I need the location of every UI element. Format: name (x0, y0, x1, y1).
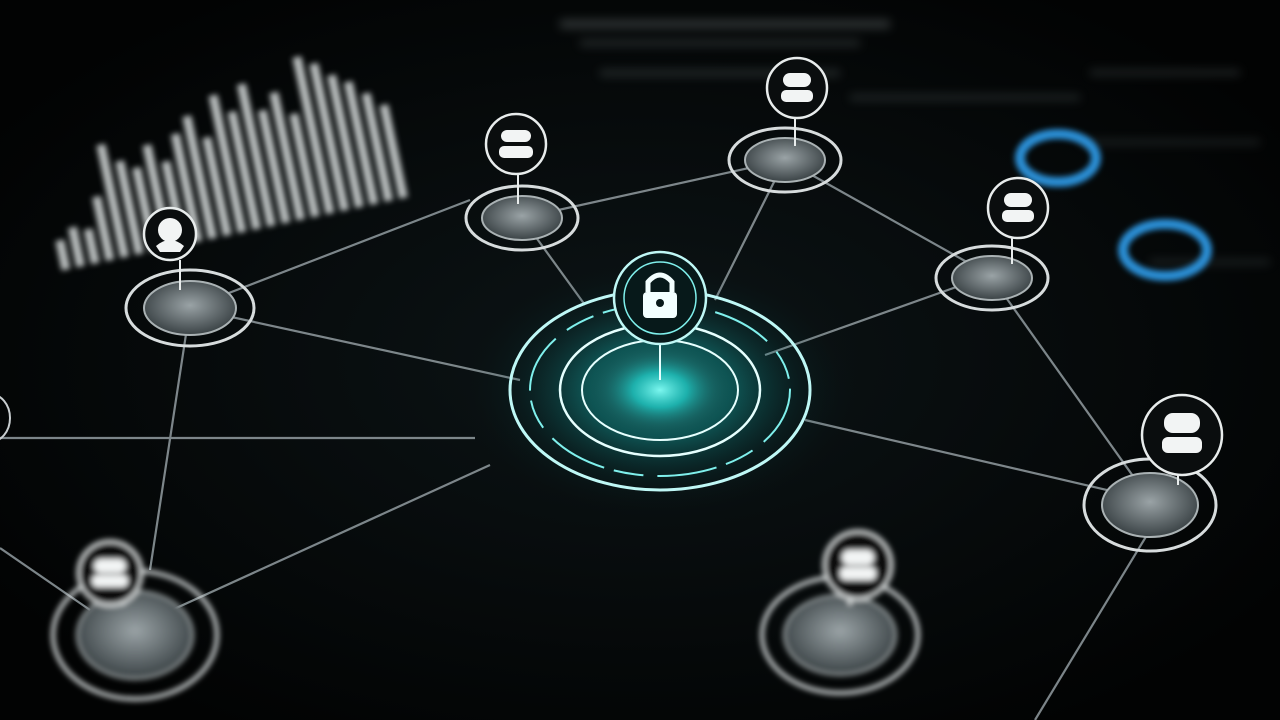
user-icon (822, 529, 894, 601)
link-line (189, 198, 471, 310)
bar-chart-graphic (55, 56, 408, 271)
central-hub (460, 250, 860, 520)
network-node (51, 539, 219, 701)
padlock-icon (612, 250, 708, 346)
link-line (804, 418, 1151, 502)
user-icon (1140, 393, 1224, 477)
network-node (934, 176, 1050, 312)
ring-indicators (1015, 129, 1212, 281)
faint-data-graphics (560, 20, 1270, 264)
network-node (760, 529, 920, 695)
link-line (149, 463, 491, 622)
network-node-edge (0, 396, 11, 440)
network-node (1082, 393, 1224, 553)
network-node (464, 112, 580, 252)
ring-indicator-bottom (1118, 219, 1212, 281)
user-icon (76, 539, 144, 607)
network-node (124, 206, 256, 348)
ring-indicator-top (1015, 129, 1101, 187)
user-icon (986, 176, 1050, 240)
link-line (0, 547, 91, 611)
user-icon (484, 112, 548, 176)
link-line (1034, 529, 1151, 720)
user-icon (765, 56, 829, 120)
user-icon (142, 206, 198, 262)
link-line (521, 158, 786, 220)
network-node (727, 56, 843, 194)
link-line (784, 159, 991, 276)
